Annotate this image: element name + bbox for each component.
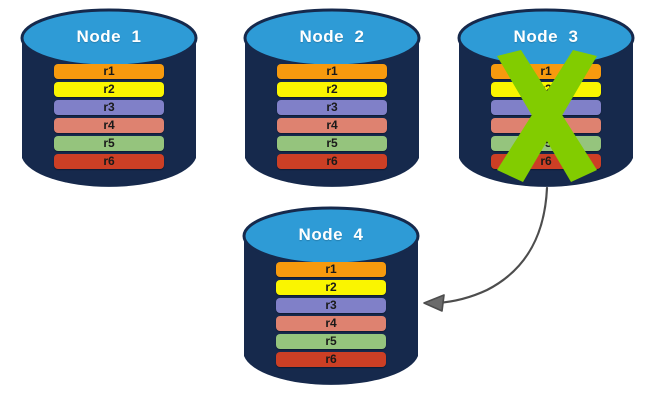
node-4-row-r6[interactable]: r6 bbox=[276, 352, 386, 367]
node-4-row-r1[interactable]: r1 bbox=[276, 262, 386, 277]
row-label: r4 bbox=[540, 118, 552, 132]
row-label: r6 bbox=[540, 154, 552, 168]
node-3-row-r3[interactable]: r3 bbox=[491, 100, 601, 115]
node-4-row-r4[interactable]: r4 bbox=[276, 316, 386, 331]
node-3-row-r6[interactable]: r6 bbox=[491, 154, 601, 169]
row-label: r2 bbox=[540, 82, 552, 96]
node-1-row-r5[interactable]: r5 bbox=[54, 136, 164, 151]
node-4-row-r3[interactable]: r3 bbox=[276, 298, 386, 313]
row-label: r6 bbox=[325, 352, 337, 366]
row-label: r5 bbox=[325, 334, 337, 348]
node-3-row-r4[interactable]: r4 bbox=[491, 118, 601, 133]
row-label: r1 bbox=[103, 64, 115, 78]
node-3-row-r5[interactable]: r5 bbox=[491, 136, 601, 151]
node-1-row-r6[interactable]: r6 bbox=[54, 154, 164, 169]
row-label: r2 bbox=[326, 82, 338, 96]
node-2-row-r4[interactable]: r4 bbox=[277, 118, 387, 133]
node-4-row-r5[interactable]: r5 bbox=[276, 334, 386, 349]
row-label: r3 bbox=[326, 100, 338, 114]
row-label: r3 bbox=[103, 100, 115, 114]
node-1-row-r4[interactable]: r4 bbox=[54, 118, 164, 133]
row-label: r5 bbox=[326, 136, 338, 150]
node-3[interactable]: Node 3 r1 r2 r3 r4 r5 r6 bbox=[455, 8, 637, 194]
node-4-row-r2[interactable]: r2 bbox=[276, 280, 386, 295]
node-1-row-r2[interactable]: r2 bbox=[54, 82, 164, 97]
row-label: r3 bbox=[540, 100, 552, 114]
node-2-row-r6[interactable]: r6 bbox=[277, 154, 387, 169]
node-2-row-r1[interactable]: r1 bbox=[277, 64, 387, 79]
node-3-rows: r1 r2 r3 r4 r5 r6 bbox=[455, 64, 637, 169]
node-2-row-r3[interactable]: r3 bbox=[277, 100, 387, 115]
node-4-rows: r1 r2 r3 r4 r5 r6 bbox=[240, 262, 422, 367]
node-3-row-r2[interactable]: r2 bbox=[491, 82, 601, 97]
row-label: r6 bbox=[103, 154, 115, 168]
node-2-rows: r1 r2 r3 r4 r5 r6 bbox=[241, 64, 423, 169]
row-label: r3 bbox=[325, 298, 337, 312]
row-label: r2 bbox=[325, 280, 337, 294]
row-label: r1 bbox=[540, 64, 552, 78]
node-3-row-r1[interactable]: r1 bbox=[491, 64, 601, 79]
node-1-row-r3[interactable]: r3 bbox=[54, 100, 164, 115]
row-label: r5 bbox=[540, 136, 552, 150]
row-label: r5 bbox=[103, 136, 115, 150]
row-label: r1 bbox=[325, 262, 337, 276]
row-label: r4 bbox=[325, 316, 337, 330]
node-1-row-r1[interactable]: r1 bbox=[54, 64, 164, 79]
node-1[interactable]: Node 1 r1 r2 r3 r4 r5 r6 bbox=[18, 8, 200, 194]
node-2[interactable]: Node 2 r1 r2 r3 r4 r5 r6 bbox=[241, 8, 423, 194]
row-label: r2 bbox=[103, 82, 115, 96]
node-2-row-r2[interactable]: r2 bbox=[277, 82, 387, 97]
row-label: r1 bbox=[326, 64, 338, 78]
row-label: r6 bbox=[326, 154, 338, 168]
node-2-row-r5[interactable]: r5 bbox=[277, 136, 387, 151]
row-label: r4 bbox=[103, 118, 115, 132]
node-1-rows: r1 r2 r3 r4 r5 r6 bbox=[18, 64, 200, 169]
row-label: r4 bbox=[326, 118, 338, 132]
node-4[interactable]: Node 4 r1 r2 r3 r4 r5 r6 bbox=[240, 206, 422, 392]
